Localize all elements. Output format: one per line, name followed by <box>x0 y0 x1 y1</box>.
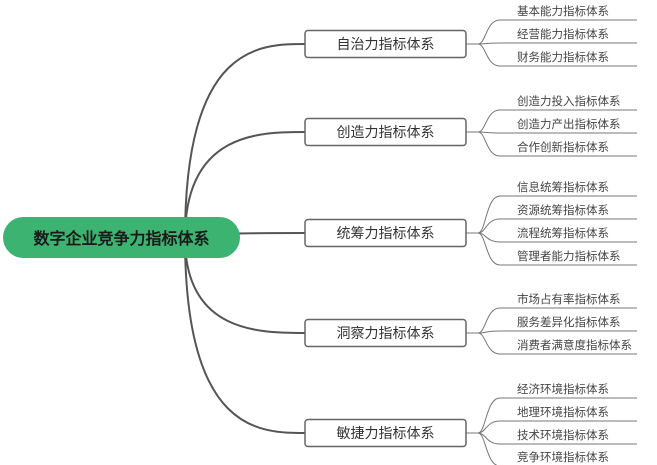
branch-box <box>304 29 467 59</box>
leaf-connector <box>477 131 637 134</box>
leaf-connector <box>477 330 637 334</box>
branch-connector <box>184 131 306 239</box>
leaf-node[interactable]: 技术环境指标体系 <box>517 428 609 442</box>
leaf-connector <box>477 131 637 157</box>
branch-node[interactable]: 统筹力指标体系 <box>304 218 467 248</box>
leaf-node[interactable]: 基本能力指标体系 <box>517 4 609 18</box>
leaf-node[interactable]: 服务差异化指标体系 <box>517 315 621 329</box>
leaf-node[interactable]: 创造力投入指标体系 <box>517 94 621 108</box>
leaf-node[interactable]: 资源统筹指标体系 <box>517 203 609 217</box>
branch-node[interactable]: 敏捷力指标体系 <box>304 418 467 448</box>
leaf-connector <box>477 43 637 67</box>
branch-node[interactable]: 自治力指标体系 <box>304 29 467 59</box>
leaf-node[interactable]: 合作创新指标体系 <box>517 140 609 154</box>
leaf-connector <box>477 218 637 234</box>
leaf-connector <box>477 232 637 266</box>
root-node[interactable]: 数字企业竞争力指标体系 <box>3 217 240 258</box>
root-pill <box>3 217 240 258</box>
branch-label: 创造力指标体系 <box>337 125 435 141</box>
root-label: 数字企业竞争力指标体系 <box>33 229 209 248</box>
branch-connector <box>184 43 306 239</box>
branch-node[interactable]: 洞察力指标体系 <box>304 318 467 348</box>
branch-connector <box>184 237 306 334</box>
leaf-node[interactable]: 市场占有率指标体系 <box>517 292 621 306</box>
branch-box <box>304 117 467 147</box>
branch-label: 自治力指标体系 <box>337 37 435 53</box>
branch-connector <box>184 237 306 434</box>
leaf-node[interactable]: 管理者能力指标体系 <box>517 249 621 263</box>
branch-label: 洞察力指标体系 <box>337 325 435 342</box>
leaf-node[interactable]: 消费者满意度指标体系 <box>517 338 632 352</box>
branch-box <box>304 318 467 348</box>
leaf-connector <box>477 42 637 45</box>
leaf-connector <box>477 332 637 355</box>
branch-box <box>304 218 467 248</box>
branch-label: 敏捷力指标体系 <box>337 426 435 442</box>
leaf-connector <box>477 195 637 234</box>
leaf-connector <box>477 432 499 465</box>
leaf-node[interactable]: 财务能力指标体系 <box>517 50 609 64</box>
branch-label: 统筹力指标体系 <box>337 225 435 242</box>
leaf-connector <box>477 19 637 45</box>
leaf-node[interactable]: 经济环境指标体系 <box>517 382 609 396</box>
leaf-node[interactable]: 流程统筹指标体系 <box>517 226 609 240</box>
leaf-node[interactable]: 创造力产出指标体系 <box>517 117 621 131</box>
leaf-connector <box>477 420 637 434</box>
leaf-connector <box>477 397 637 434</box>
leaf-node[interactable]: 信息统筹指标体系 <box>517 180 609 194</box>
leaf-node[interactable]: 经营能力指标体系 <box>517 27 609 41</box>
leaf-connector <box>477 109 637 133</box>
leaf-node[interactable]: 竞争环境指标体系 <box>517 450 609 464</box>
leaf-node[interactable]: 地理环境指标体系 <box>517 405 609 419</box>
leaf-connector <box>477 307 637 334</box>
branch-node[interactable]: 创造力指标体系 <box>304 117 467 147</box>
branch-box <box>304 418 467 448</box>
